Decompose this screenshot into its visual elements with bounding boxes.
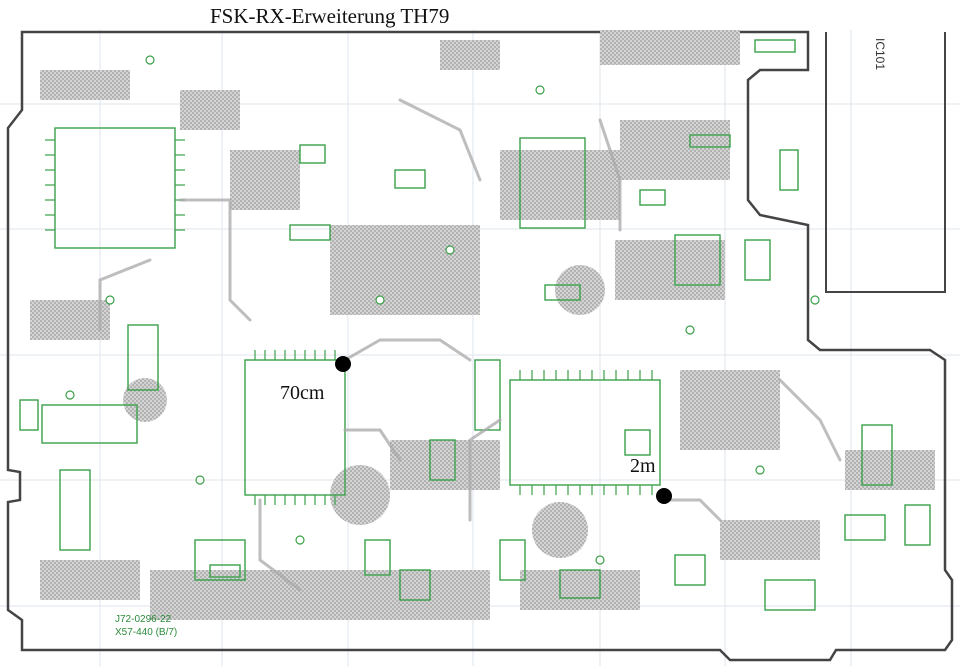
marker-70cm-dot — [335, 356, 351, 372]
part-number-line1: J72-0296-22 — [115, 614, 172, 625]
part-number-line2: X57-440 (B/7) — [115, 627, 178, 638]
diagram-title: FSK-RX-Erweiterung TH79 — [210, 4, 450, 28]
traces — [98, 98, 842, 592]
board-outline — [6, 30, 954, 662]
ic-pins — [45, 139, 653, 505]
ic101-label: IC101 — [873, 38, 887, 71]
label-2m: 2m — [630, 455, 656, 477]
vias — [65, 55, 820, 565]
marker-2m-dot — [656, 488, 672, 504]
ic101-outline — [825, 32, 946, 293]
components — [19, 39, 931, 611]
label-70cm: 70cm — [280, 382, 325, 404]
ground-planes — [30, 30, 935, 620]
